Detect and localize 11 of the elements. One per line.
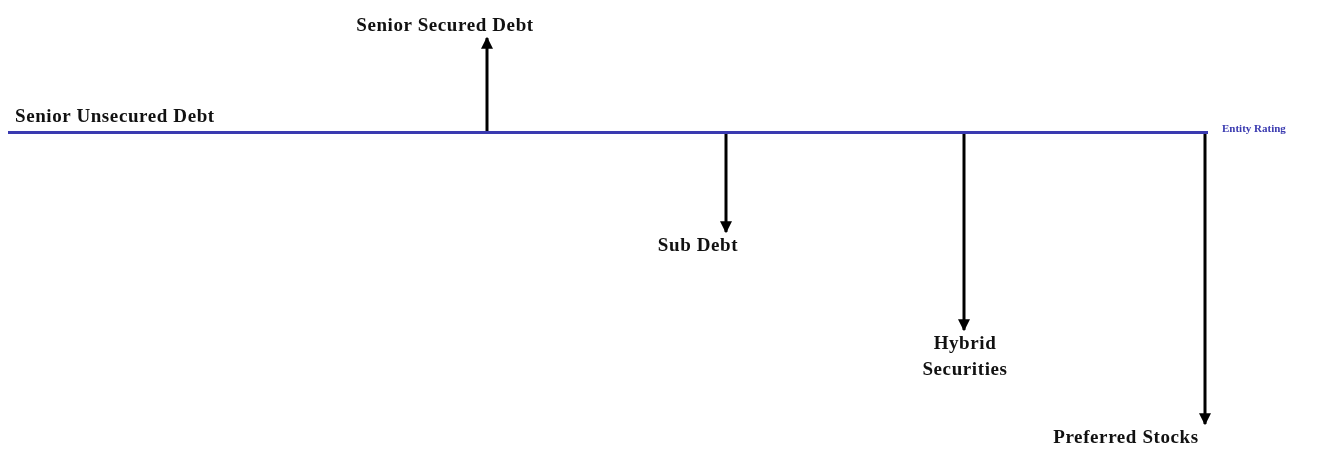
arrow: [720, 134, 732, 234]
rating-line: [8, 131, 1208, 134]
arrow: [481, 36, 493, 131]
line-label: Senior Unsecured Debt: [15, 105, 215, 127]
debt-class-label: Sub Debt: [630, 232, 766, 258]
rating-label: Entity Rating: [1222, 122, 1286, 134]
arrow: [958, 134, 970, 332]
debt-class-label: Hybrid Securities: [900, 330, 1030, 382]
debt-class-label: Senior Secured Debt: [310, 12, 580, 38]
arrow: [1199, 134, 1211, 426]
debt-class-label: Preferred Stocks: [1015, 424, 1237, 450]
